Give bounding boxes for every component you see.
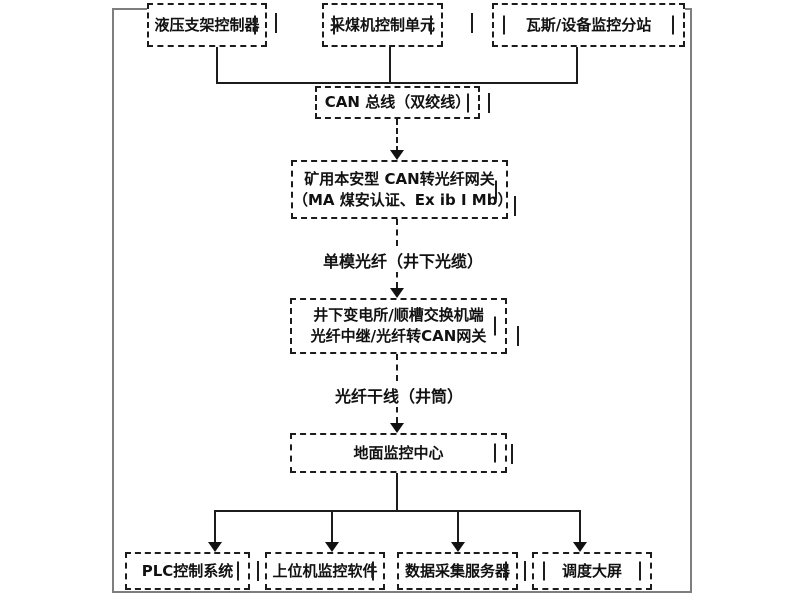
node-can-bus: CAN 总线（双绞线） [315, 86, 480, 119]
frame-top-left-segment [112, 8, 148, 10]
arrow-down-icon [208, 542, 222, 552]
connector-bus-to-gateway [396, 119, 398, 152]
node-hydraulic-support-controller: 液压支架控制器 [147, 3, 267, 47]
arrow-down-icon [451, 542, 465, 552]
connector-branch-line [214, 510, 580, 512]
dash-artifact [511, 444, 513, 464]
dash-artifact [524, 561, 526, 581]
frame-top-right-segment [683, 8, 692, 10]
node-dispatch-screen: 调度大屏 [532, 552, 652, 590]
node-can-fiber-gateway: 矿用本安型 CAN转光纤网关 （MA 煤安认证、Ex ib I Mb） [291, 160, 513, 219]
arrow-down-icon [390, 150, 404, 160]
label-fiber-trunk: 光纤干线（井筒） [330, 383, 469, 407]
node-label: 采煤机控制单元 [329, 15, 435, 34]
node-label: 上位机监控软件 [272, 561, 378, 580]
connector-branch-screen [579, 510, 581, 544]
node-label-line1: 井下变电所/顺槽交换机端 [313, 306, 484, 324]
connector-branch-server [457, 510, 459, 544]
node-label: 调度大屏 [561, 561, 622, 580]
dash-artifact [471, 13, 473, 33]
connector-branch-scada [331, 510, 333, 544]
connector-can-bus-line [216, 82, 578, 84]
dash-artifact [488, 93, 490, 113]
node-label: 瓦斯/设备监控分站 [525, 15, 652, 34]
dash-artifact [275, 13, 277, 33]
connector-branch-plc [214, 510, 216, 544]
node-label-line2: 光纤中继/光纤转CAN网关 [310, 327, 487, 345]
node-data-acquisition-server: 数据采集服务器 [397, 552, 518, 590]
node-underground-substation-gateway: 井下变电所/顺槽交换机端 光纤中继/光纤转CAN网关 [290, 298, 507, 354]
node-plc-control-system: PLC控制系统 [125, 552, 250, 590]
node-shearer-control-unit: 采煤机控制单元 [322, 3, 443, 47]
node-label-line1: 矿用本安型 CAN转光纤网关 [304, 169, 495, 188]
arrow-down-icon [325, 542, 339, 552]
connector-gas-to-bus [576, 47, 578, 82]
node-label: CAN 总线（双绞线） [324, 93, 471, 111]
connector-shearer-to-bus [389, 47, 391, 82]
node-scada-software: 上位机监控软件 [265, 552, 385, 590]
connector-hydraulic-to-bus [216, 47, 218, 82]
node-label: PLC控制系统 [141, 561, 234, 580]
node-label: 数据采集服务器 [404, 561, 510, 580]
arrow-down-icon [390, 288, 404, 298]
diagram-frame [112, 8, 692, 593]
dash-artifact [514, 196, 516, 216]
connector-surface-to-branch [396, 473, 398, 510]
dash-artifact [517, 326, 519, 346]
node-surface-monitoring-center: 地面监控中心 [290, 433, 507, 473]
node-label: 地面监控中心 [353, 443, 444, 462]
node-label: 液压支架控制器 [154, 15, 260, 34]
arrow-down-icon [390, 423, 404, 433]
node-label-line2: （MA 煤安认证、Ex ib I Mb） [293, 190, 513, 209]
label-single-mode-fiber: 单模光纤（井下光缆） [318, 248, 489, 272]
arrow-down-icon [573, 542, 587, 552]
dash-artifact [257, 561, 259, 581]
node-gas-equipment-monitoring-substation: 瓦斯/设备监控分站 [492, 3, 685, 47]
